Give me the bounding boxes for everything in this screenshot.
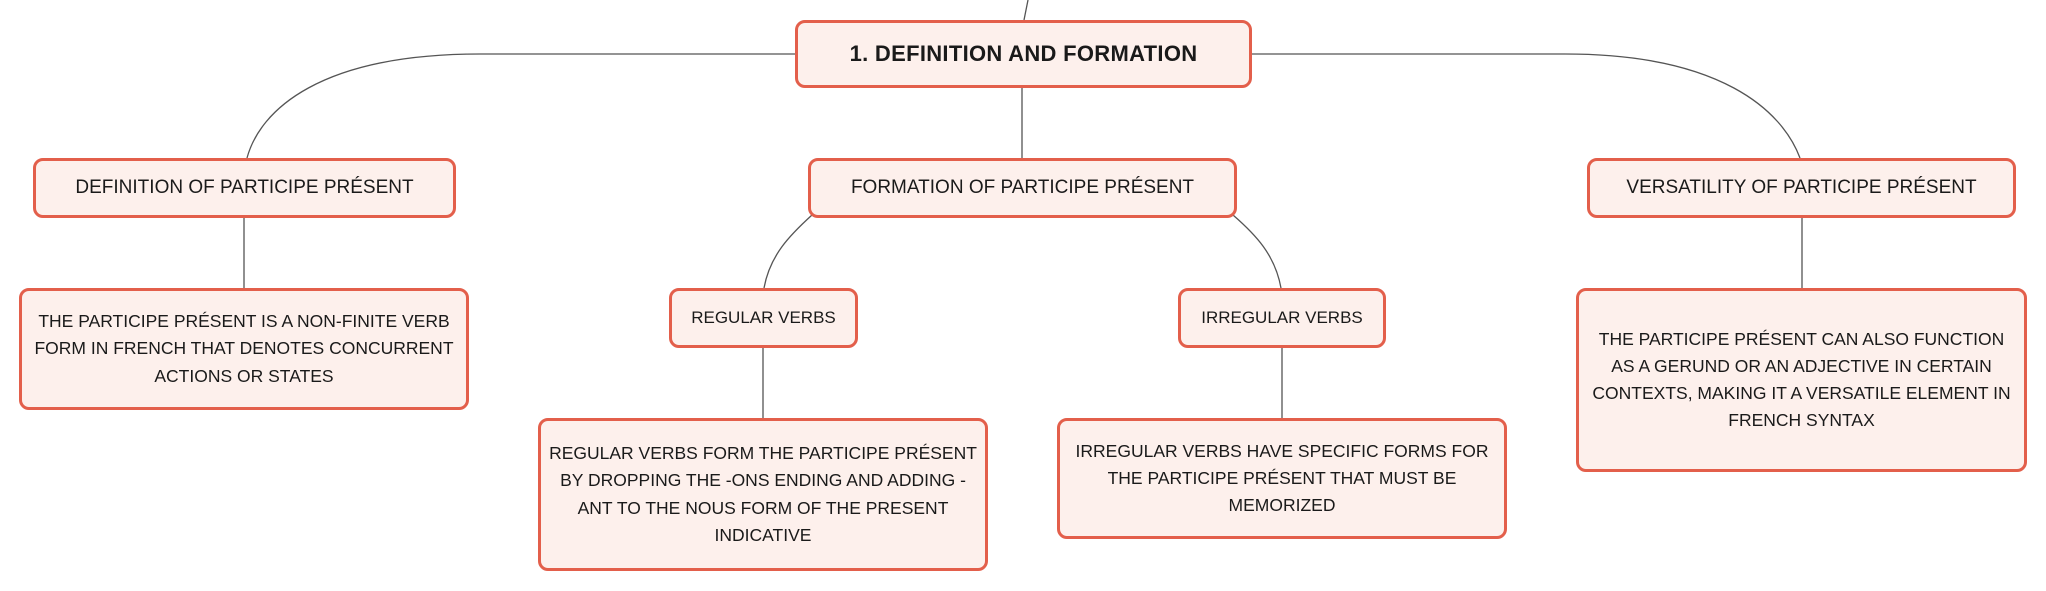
root-topic-label: 1. DEFINITION AND FORMATION	[849, 40, 1198, 66]
regular-verbs-description-node[interactable]: REGULAR VERBS FORM THE PARTICIPE PRÉSENT…	[538, 418, 988, 571]
irregular-verbs-label: IRREGULAR VERBS	[1201, 307, 1363, 327]
versatility-description-node[interactable]: THE PARTICIPE PRÉSENT CAN ALSO FUNCTION …	[1576, 288, 2027, 472]
connector-formation-to-regular	[763, 214, 813, 289]
irregular-verbs-description-node[interactable]: IRREGULAR VERBS HAVE SPECIFIC FORMS FOR …	[1057, 418, 1507, 539]
definition-node[interactable]: DEFINITION OF PARTICIPE PRÉSENT	[33, 158, 456, 218]
regular-verbs-node[interactable]: REGULAR VERBS	[669, 288, 858, 348]
connector-parent-to-root	[1023, 0, 1029, 21]
connector-root-to-definition	[246, 53, 797, 159]
versatility-node[interactable]: VERSATILITY OF PARTICIPE PRÉSENT	[1587, 158, 2016, 218]
irregular-verbs-node[interactable]: IRREGULAR VERBS	[1178, 288, 1386, 348]
irregular-verbs-description-text: IRREGULAR VERBS HAVE SPECIFIC FORMS FOR …	[1075, 440, 1489, 516]
definition-description-text: THE PARTICIPE PRÉSENT IS A NON-FINITE VE…	[34, 311, 454, 386]
definition-label: DEFINITION OF PARTICIPE PRÉSENT	[75, 177, 414, 199]
connector-formation-to-irregular	[1232, 214, 1282, 289]
versatility-label: VERSATILITY OF PARTICIPE PRÉSENT	[1626, 177, 1977, 199]
formation-node[interactable]: FORMATION OF PARTICIPE PRÉSENT	[808, 158, 1237, 218]
formation-label: FORMATION OF PARTICIPE PRÉSENT	[850, 177, 1195, 199]
definition-description-node[interactable]: THE PARTICIPE PRÉSENT IS A NON-FINITE VE…	[19, 288, 469, 410]
versatility-description-text: THE PARTICIPE PRÉSENT CAN ALSO FUNCTION …	[1592, 328, 2011, 431]
root-topic-node[interactable]: 1. DEFINITION AND FORMATION	[795, 20, 1252, 88]
regular-verbs-description-text: REGULAR VERBS FORM THE PARTICIPE PRÉSENT…	[549, 443, 977, 545]
regular-verbs-label: REGULAR VERBS	[691, 307, 836, 327]
connector-root-to-versatility	[1250, 53, 1801, 159]
